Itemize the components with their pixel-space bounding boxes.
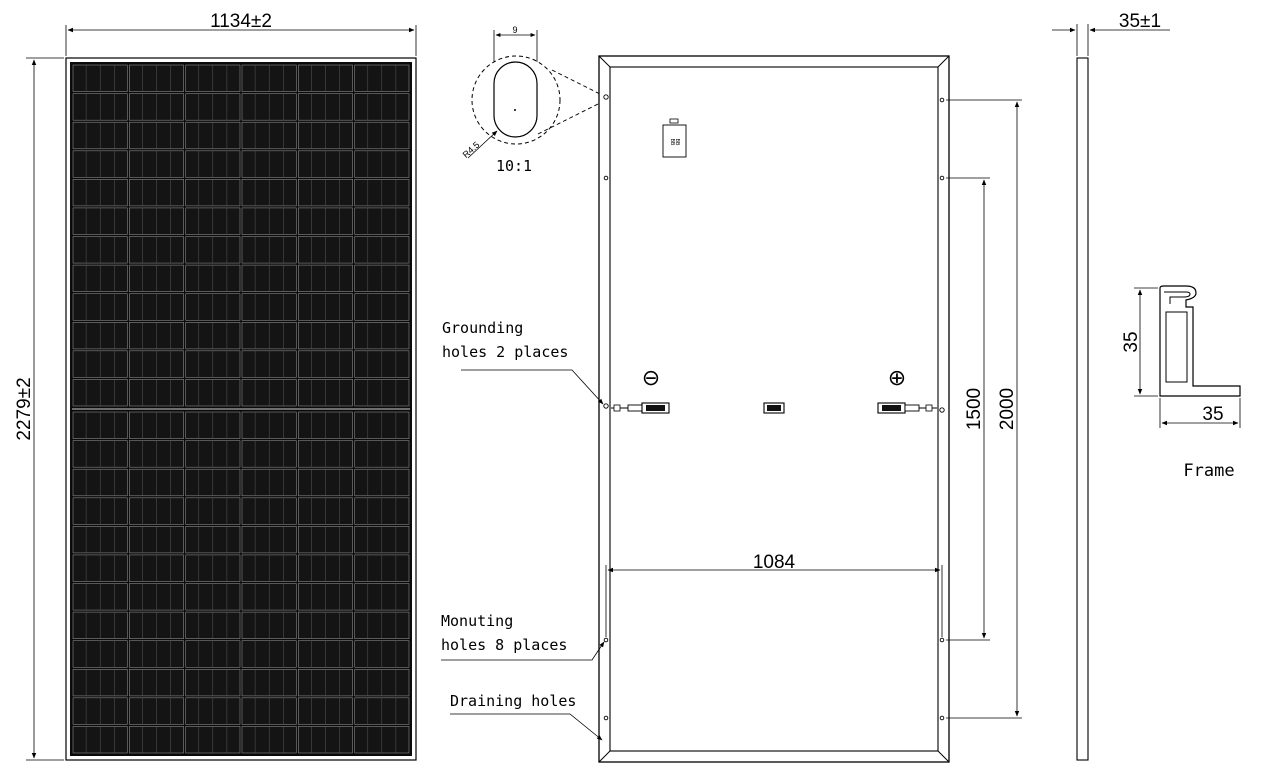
callouts: Grounding holes 2 places Monuting holes … xyxy=(441,319,605,741)
mounting-leader xyxy=(441,641,605,661)
front-width-dim: 1134±2 xyxy=(210,11,272,32)
detail-slot-hole xyxy=(493,61,538,138)
detail-center-point xyxy=(514,109,516,111)
detail-radius-leader xyxy=(467,130,498,159)
frame-width-dim: 35 xyxy=(1202,404,1223,425)
frame-section: 35 35 Frame xyxy=(1121,285,1241,481)
mounting-label-line1: Monuting xyxy=(441,612,513,630)
detail-dashed-circle xyxy=(471,55,561,145)
grounding-hole-right xyxy=(939,407,945,413)
detail-callout-line-2 xyxy=(537,99,607,135)
frame-profile-outer xyxy=(1159,285,1241,397)
grounding-hole-left xyxy=(603,403,609,409)
mounting-hole-left-2 xyxy=(603,637,609,643)
frame-height-dim: 35 xyxy=(1121,331,1142,352)
front-height-dim: 2279±2 xyxy=(14,377,35,440)
detail-callout-line-1 xyxy=(551,69,605,97)
grounding-label-line1: Grounding xyxy=(442,319,523,337)
back-corner-tl xyxy=(598,55,611,68)
frame-caption: Frame xyxy=(1183,461,1234,481)
positive-connector xyxy=(877,402,937,414)
back-corner-bl xyxy=(598,750,611,763)
mounting-hole-right-1 xyxy=(939,97,945,103)
side-profile xyxy=(1076,57,1089,761)
draining-leader xyxy=(450,713,603,741)
draining-hole-left xyxy=(603,715,609,721)
back-view: BB BB ⊖ xyxy=(598,55,1022,763)
back-corner-br xyxy=(937,750,950,763)
detail-scale-label: 10:1 xyxy=(496,157,532,175)
hole-detail: 9 R4.5 10:1 xyxy=(461,25,607,175)
cell-grid xyxy=(72,64,410,754)
back-label-tab xyxy=(669,118,679,124)
back-label-text-1: BB xyxy=(674,139,680,146)
draining-label: Draining holes xyxy=(450,692,576,710)
grounding-label-line2: holes 2 places xyxy=(442,343,568,361)
back-label xyxy=(662,124,687,158)
mounting-hole-left-1 xyxy=(603,175,609,181)
plus-symbol: ⊕ xyxy=(888,365,906,390)
mounting-dim-1500: 1500 xyxy=(964,388,985,430)
mounting-hole-right-4 xyxy=(939,715,945,721)
mounting-label-line2: holes 8 places xyxy=(441,636,567,654)
width-dim-1084: 1084 xyxy=(753,552,796,573)
hole-top-left xyxy=(603,94,609,100)
frame-profile-cavity xyxy=(1165,311,1188,383)
minus-symbol: ⊖ xyxy=(642,365,660,390)
mounting-dim-2000: 2000 xyxy=(997,388,1018,430)
center-junction-box xyxy=(763,402,785,414)
frame-profile-lip xyxy=(1164,291,1191,304)
back-frame-inner xyxy=(609,66,939,752)
mounting-hole-right-2 xyxy=(939,175,945,181)
grounding-leader xyxy=(461,369,604,405)
front-view: 1134±2 2279±2 xyxy=(14,11,417,761)
detail-width-dim: 9 xyxy=(512,25,517,35)
side-view: 35±1 xyxy=(1052,11,1170,761)
negative-connector xyxy=(611,402,670,414)
side-thickness-dim: 35±1 xyxy=(1119,11,1161,32)
back-corner-tr xyxy=(937,55,950,68)
back-label-text-2: BB xyxy=(669,139,675,146)
mounting-hole-right-3 xyxy=(939,637,945,643)
detail-radius-dim: R4.5 xyxy=(461,140,482,160)
